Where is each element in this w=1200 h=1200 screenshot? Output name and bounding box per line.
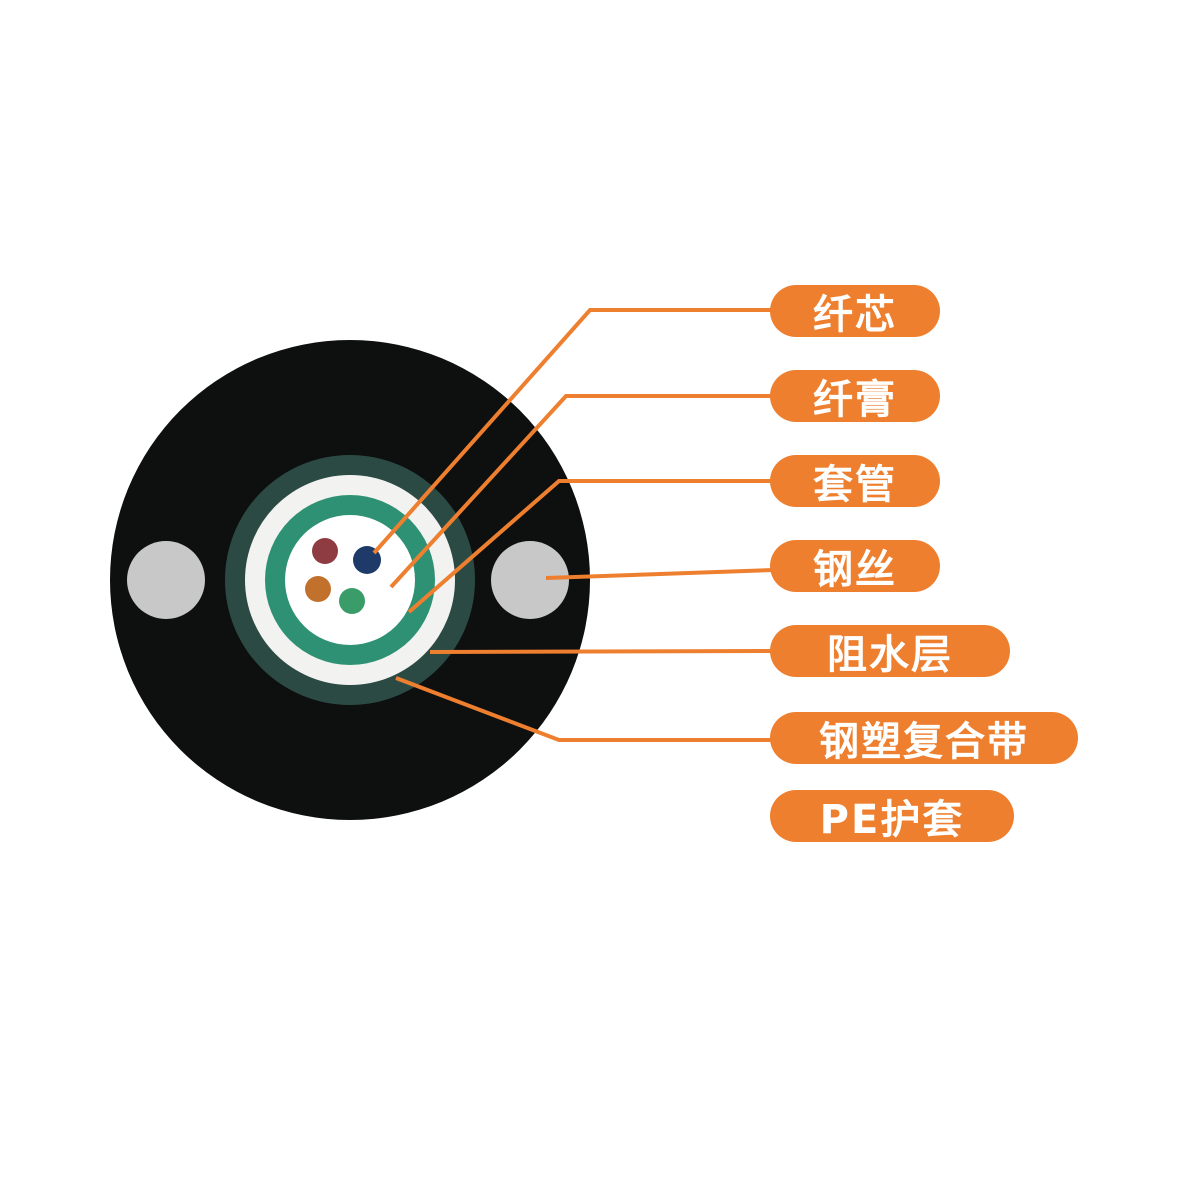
label-loose-tube: 套管 bbox=[770, 455, 940, 508]
label-fiber-gel: 纤膏 bbox=[770, 370, 940, 423]
label-steel-wire: 钢丝 bbox=[770, 540, 940, 593]
label-steel-plastic-tape: 钢塑复合带 bbox=[770, 712, 1078, 765]
fiber-dot-green bbox=[339, 588, 365, 614]
fiber-core-leader-line bbox=[372, 308, 774, 555]
label-fiber-core: 纤芯 bbox=[770, 285, 940, 338]
loose-tube-leader-line bbox=[407, 479, 774, 614]
fiber-gel-leader-line bbox=[389, 394, 774, 589]
fiber-dot-red bbox=[312, 538, 338, 564]
steel-wire-left-circle bbox=[127, 541, 205, 619]
steel-plastic-tape-leader-line bbox=[395, 676, 774, 742]
water-blocking-layer-leader-line bbox=[429, 649, 775, 654]
fiber-gel-ring bbox=[285, 515, 415, 645]
label-water-blocking-layer: 阻水层 bbox=[770, 625, 1010, 678]
steel-wire-leader-line bbox=[545, 568, 775, 580]
label-pe-sheath: PE护套 bbox=[770, 790, 1014, 843]
fiber-dot-orange bbox=[305, 576, 331, 602]
steel-wire-right-circle bbox=[491, 541, 569, 619]
